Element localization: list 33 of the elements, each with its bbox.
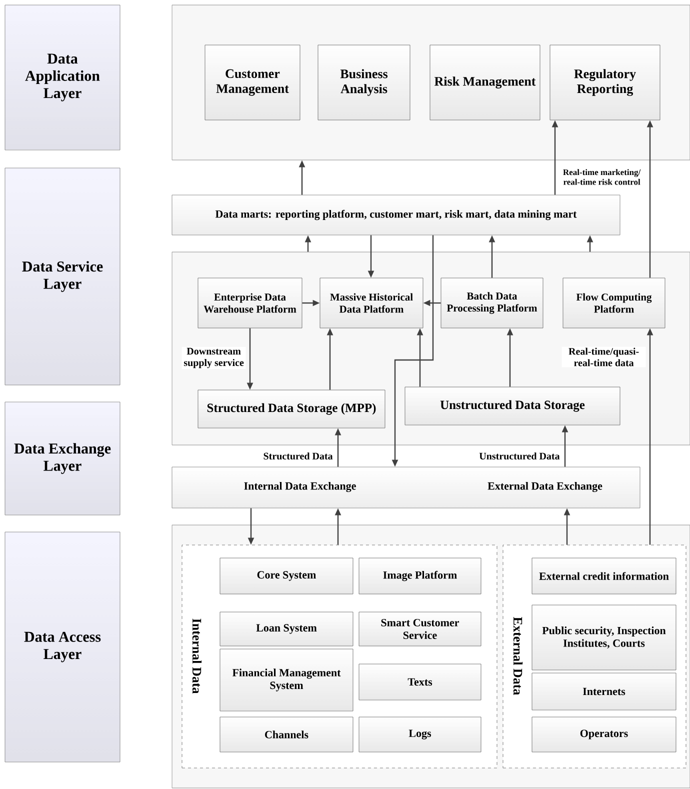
process-box: Batch Data Processing Platform (440, 278, 544, 328)
layer-box: Data Exchange Layer (4, 402, 120, 516)
process-box: Enterprise Data Warehouse Platform (198, 278, 302, 328)
process-box: Channels (220, 716, 354, 752)
layer-box: Data Service Layer (4, 168, 120, 386)
edge-label: Real-time marketing/ real-time risk control (556, 168, 647, 186)
process-box: Risk Management (430, 44, 540, 120)
band-box: Data marts: reporting platform, customer mart, risk mart, data mining mart (172, 194, 620, 236)
process-box: Core System (220, 558, 354, 594)
process-box: Operators (532, 716, 676, 752)
edge-label: Real-time/quasi-real-time data (562, 346, 646, 368)
process-box: Financial Management System (220, 648, 354, 712)
process-box: Internets (532, 672, 676, 710)
process-box: Unstructured Data Storage (404, 386, 620, 426)
process-box: Public security, Inspection Institutes, Courts (532, 604, 676, 670)
edge-label: Unstructured Data (478, 451, 561, 461)
layer-box: Data Application Layer (4, 4, 120, 150)
process-box: Smart Customer Service (358, 612, 482, 646)
process-box: Customer Management (204, 44, 300, 120)
edge-label: Structured Data (262, 451, 334, 461)
process-box: Loan System (220, 612, 354, 646)
process-box: External credit information (532, 558, 676, 594)
process-box: Massive Historical Data Platform (320, 278, 424, 328)
layer-box: Data Access Layer (4, 532, 120, 762)
process-box: Flow Computing Platform (562, 278, 666, 328)
process-box: Structured Data Storage (MPP) (198, 390, 386, 428)
band-box: Internal Data Exchange External Data Exchange (172, 466, 640, 508)
process-box: Logs (358, 716, 482, 752)
process-box: Texts (358, 664, 482, 700)
edge-label: Downstream supply service (182, 346, 246, 370)
process-box: Business Analysis (318, 44, 410, 120)
process-box: Regulatory Reporting (550, 44, 660, 120)
process-box: Image Platform (358, 558, 482, 594)
